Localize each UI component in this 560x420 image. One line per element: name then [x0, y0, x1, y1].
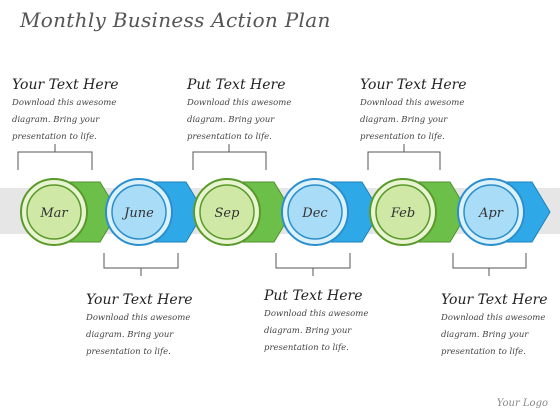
text-block-line: Download this awesome	[187, 98, 292, 108]
node-label: Feb	[390, 206, 415, 221]
text-block-body: Download this awesome diagram. Bring you…	[360, 95, 510, 146]
node-inner-circle	[111, 184, 167, 240]
bracket-below-1	[103, 253, 179, 276]
text-block-above-1: Your Text Here Download this awesome dia…	[12, 76, 162, 146]
timeline-node-sep: Sep	[193, 178, 293, 246]
node-inner-circle	[463, 184, 519, 240]
text-block-line: presentation to life.	[441, 347, 526, 357]
text-block-heading: Your Text Here	[86, 292, 193, 308]
node-inner-circle	[287, 184, 343, 240]
node-inner-circle	[26, 184, 82, 240]
text-block-line: diagram. Bring your	[187, 115, 275, 125]
text-block-below-3: Your Text Here Download this awesome dia…	[441, 291, 560, 361]
node-label: Mar	[39, 206, 68, 221]
node-label: June	[121, 206, 154, 221]
text-block-body: Download this awesome diagram. Bring you…	[187, 95, 337, 146]
text-block-heading: Put Text Here	[187, 77, 286, 93]
bracket-above-1	[17, 144, 93, 170]
timeline-node-june: June	[105, 178, 205, 246]
text-block-line: presentation to life.	[187, 132, 272, 142]
text-block-above-2: Put Text Here Download this awesome diag…	[187, 76, 337, 146]
text-block-body: Download this awesome diagram. Bring you…	[12, 95, 162, 146]
text-block-body: Download this awesome diagram. Bring you…	[441, 310, 560, 361]
node-label: Dec	[301, 206, 328, 221]
text-block-line: presentation to life.	[360, 132, 445, 142]
text-block-line: Download this awesome	[360, 98, 465, 108]
node-inner-circle	[199, 184, 255, 240]
text-block-body: Download this awesome diagram. Bring you…	[264, 306, 414, 357]
text-block-line: Download this awesome	[441, 313, 546, 323]
text-block-line: Download this awesome	[264, 309, 369, 319]
text-block-line: diagram. Bring your	[264, 326, 352, 336]
text-block-line: presentation to life.	[86, 347, 171, 357]
node-label: Apr	[478, 206, 504, 221]
timeline-node-apr: Apr	[457, 178, 551, 246]
node-label: Sep	[215, 206, 241, 221]
timeline-node-dec: Dec	[281, 178, 381, 246]
text-block-line: diagram. Bring your	[441, 330, 529, 340]
bracket-above-3	[367, 144, 441, 170]
timeline-node-feb: Feb	[369, 178, 469, 246]
text-block-heading: Your Text Here	[360, 77, 467, 93]
text-block-heading: Your Text Here	[441, 292, 548, 308]
text-block-heading: Your Text Here	[12, 77, 119, 93]
text-block-line: diagram. Bring your	[12, 115, 100, 125]
text-block-below-1: Your Text Here Download this awesome dia…	[86, 291, 236, 361]
bracket-below-2	[275, 253, 351, 276]
node-inner-circle	[375, 184, 431, 240]
bracket-below-3	[452, 253, 527, 276]
text-block-line: Download this awesome	[12, 98, 117, 108]
timeline-node-mar: Mar	[20, 178, 119, 246]
text-block-heading: Put Text Here	[264, 288, 363, 304]
bracket-above-2	[192, 144, 267, 170]
text-block-line: diagram. Bring your	[86, 330, 174, 340]
text-block-line: Download this awesome	[86, 313, 191, 323]
text-block-line: presentation to life.	[264, 343, 349, 353]
text-block-body: Download this awesome diagram. Bring you…	[86, 310, 236, 361]
page-title: Monthly Business Action Plan	[20, 8, 331, 32]
text-block-line: diagram. Bring your	[360, 115, 448, 125]
text-block-line: presentation to life.	[12, 132, 97, 142]
text-block-above-3: Your Text Here Download this awesome dia…	[360, 76, 510, 146]
logo-text: Your Logo	[496, 398, 548, 409]
text-block-below-2: Put Text Here Download this awesome diag…	[264, 287, 414, 357]
